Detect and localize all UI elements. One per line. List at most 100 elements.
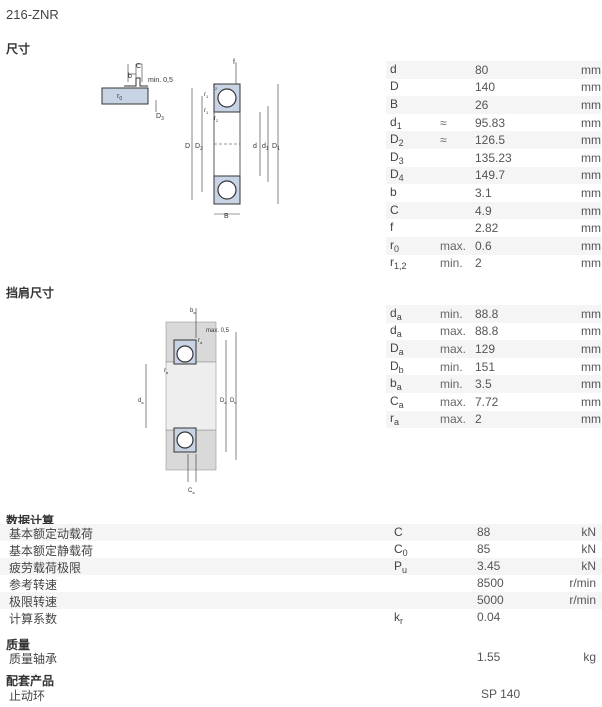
label-b: b	[128, 73, 132, 80]
spec-qualifier	[440, 184, 475, 202]
spec-value: 4.9	[475, 201, 565, 220]
svg-text:r2: r2	[214, 116, 219, 123]
spec-qualifier	[440, 61, 475, 79]
spec-symbol: D	[390, 79, 399, 94]
accessories-table: 止动环 SP 140	[0, 686, 602, 703]
spec-value: 7.72	[475, 394, 499, 409]
calc-symbol: kr	[394, 610, 403, 626]
calc-label: 极限转速	[9, 595, 58, 609]
label-f: f	[233, 59, 235, 66]
accessory-value[interactable]: SP 140	[481, 687, 521, 701]
spec-qualifier	[440, 166, 475, 185]
spec-qualifier: min.	[440, 305, 475, 323]
calc-symbol: C	[394, 525, 403, 539]
calc-label: 基本额定动载荷	[9, 527, 94, 541]
spec-unit: mm	[581, 256, 601, 271]
spec-symbol: D3	[390, 149, 404, 166]
spec-qualifier: max.	[440, 324, 467, 339]
spec-unit: mm	[581, 185, 601, 200]
spec-qualifier: max.	[440, 394, 467, 409]
label-D3: D	[156, 113, 161, 120]
spec-qualifier: ≈	[440, 131, 475, 149]
calc-unit: kN	[581, 525, 596, 539]
spec-symbol: D2	[386, 131, 440, 149]
spec-unit: mm	[581, 150, 601, 165]
spec-value: 149.7	[475, 166, 565, 185]
calc-value: 85	[477, 542, 491, 556]
svg-text:ra: ra	[164, 368, 169, 375]
page-title: 216-ZNR	[6, 7, 59, 22]
spec-unit: mm	[565, 305, 601, 323]
calc-symbol: Pu	[394, 559, 408, 575]
spec-value: 2	[475, 256, 482, 271]
calc-unit: r/min	[569, 593, 596, 607]
spec-qualifier: max.	[440, 236, 475, 255]
spec-symbol: Ca	[390, 393, 404, 410]
section-accessories-heading: 配套产品	[6, 674, 55, 688]
calc-unit: kN	[581, 559, 596, 573]
spec-value: 140	[475, 80, 496, 95]
calc-value: 0.04	[477, 610, 501, 624]
spec-qualifier	[440, 219, 475, 237]
spec-value: 88.8	[475, 305, 565, 323]
spec-qualifier: min.	[440, 359, 463, 374]
svg-text:Ca: Ca	[188, 488, 195, 495]
spec-value: 95.83	[475, 115, 506, 130]
spec-value: 0.6	[475, 236, 565, 255]
spec-symbol: Da	[386, 340, 440, 358]
svg-text:r2: r2	[213, 84, 218, 91]
section-abutment-heading: 挡肩尺寸	[6, 286, 55, 300]
label-D1: D	[272, 143, 277, 150]
spec-qualifier: ≈	[440, 115, 447, 130]
bearing-dimension-diagram: C b min. 0,5 r0 D3 f r2 r1 r1 r2 D D2 d …	[101, 59, 280, 220]
spec-qualifier	[440, 79, 475, 97]
label-d: d	[253, 143, 257, 150]
spec-qualifier	[440, 201, 475, 220]
label-d1: d	[262, 143, 266, 150]
calc-label: 参考转速	[9, 578, 58, 592]
svg-text:D3: D3	[156, 113, 164, 122]
spec-unit: mm	[565, 166, 601, 185]
spec-unit: mm	[565, 410, 601, 429]
spec-symbol: d	[386, 61, 440, 79]
svg-text:D1: D1	[272, 143, 280, 152]
svg-text:r1: r1	[204, 108, 209, 115]
label-B: B	[224, 213, 229, 220]
spec-symbol: ra	[386, 410, 440, 429]
spec-value: 3.1	[475, 185, 492, 200]
spec-value: 80	[475, 61, 565, 79]
spec-value: 88.8	[475, 324, 499, 339]
spec-qualifier	[440, 96, 475, 114]
label-r0: r	[117, 93, 120, 100]
spec-symbol: r1,2	[390, 255, 407, 272]
spec-symbol: da	[390, 323, 402, 340]
spec-value: 3.5	[475, 375, 565, 393]
spec-unit: mm	[565, 61, 601, 79]
ball-top	[217, 88, 237, 108]
spec-symbol: d1	[390, 114, 402, 131]
spec-qualifier: min.	[440, 256, 463, 271]
calc-value: 8500	[477, 576, 504, 590]
spec-qualifier: max.	[440, 410, 475, 429]
abutment-ball-bottom	[176, 431, 194, 449]
